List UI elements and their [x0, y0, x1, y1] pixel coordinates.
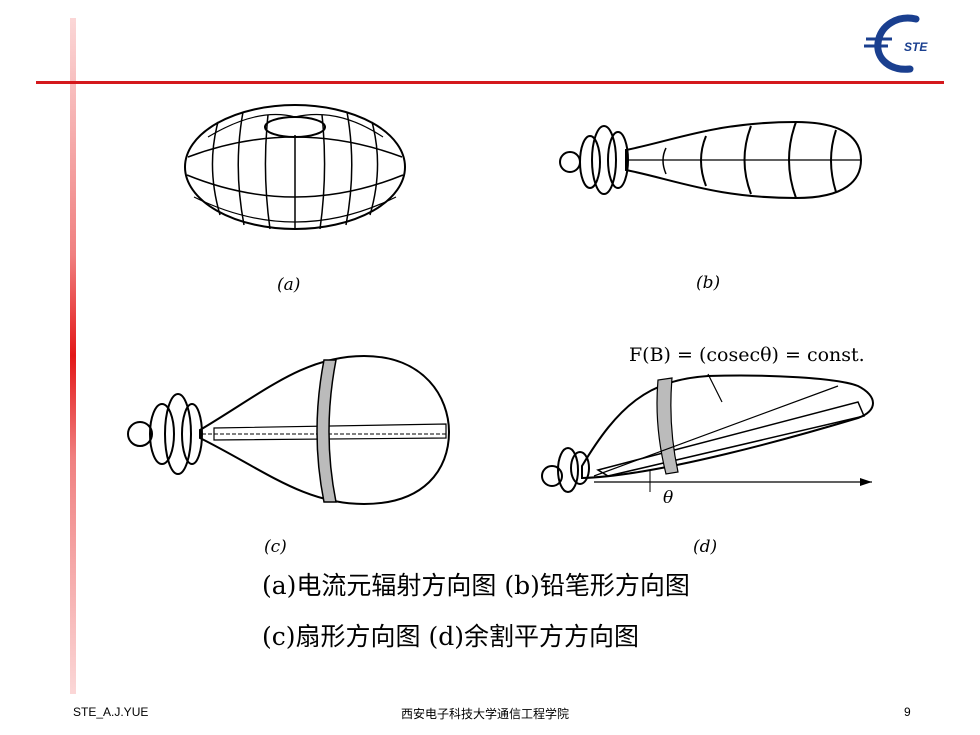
ste-logo: STE [864, 14, 928, 73]
caption-d: (d) [693, 537, 718, 557]
header-divider [36, 81, 944, 84]
caption-c: (c) [264, 537, 287, 557]
theta-label: θ [663, 488, 674, 508]
cosecant-formula: F(B) = (cosecθ) = const. [629, 344, 865, 366]
caption-b: (b) [696, 273, 721, 293]
description-line-2: (c)扇形方向图 (d)余割平方方向图 [262, 622, 639, 651]
description-line-1: (a)电流元辐射方向图 (b)铅笔形方向图 [262, 571, 690, 600]
figure-d-cosecant-squared [541, 373, 874, 493]
left-accent-bar [70, 18, 76, 694]
footer-page-number: 9 [904, 705, 911, 719]
footer-institution: 西安电子科技大学通信工程学院 [401, 707, 570, 721]
caption-a: (a) [277, 275, 301, 295]
logo-text: STE [904, 40, 928, 54]
figure-b-pencil-beam [559, 120, 863, 200]
figure-c-fan-beam [127, 354, 451, 506]
figure-a-torus [184, 104, 406, 230]
footer-author: STE_A.J.YUE [73, 705, 149, 719]
